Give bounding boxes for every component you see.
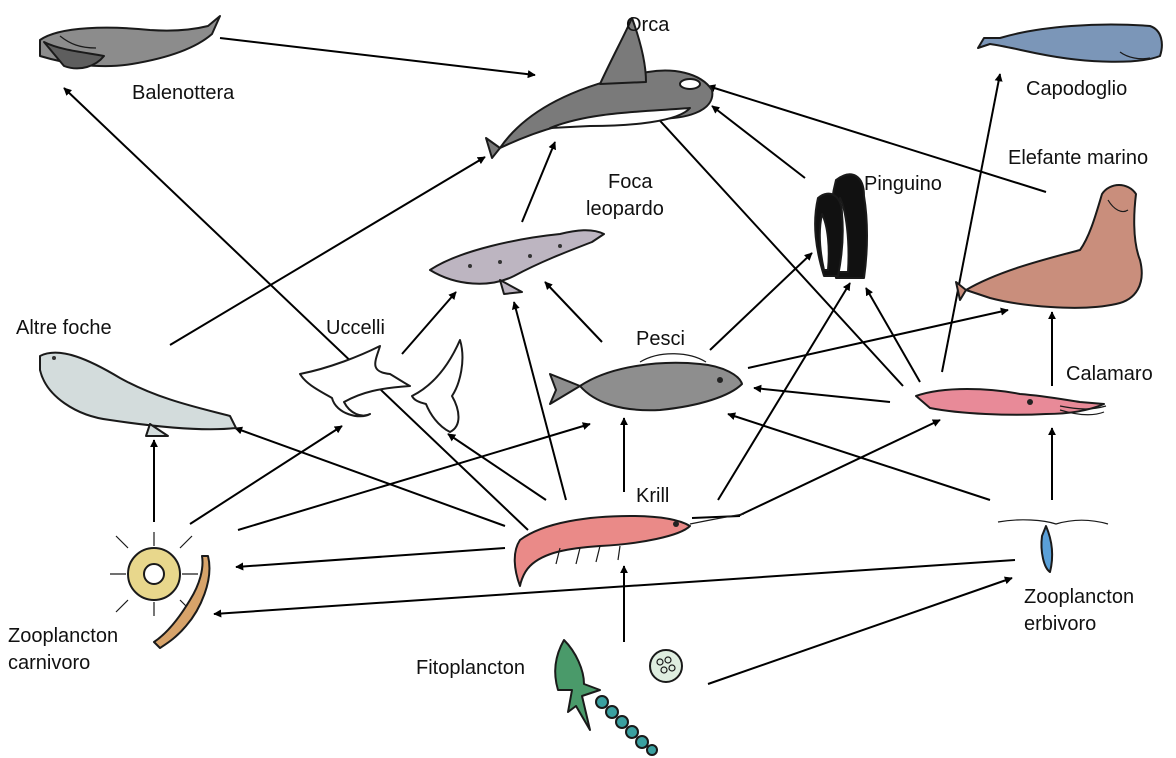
label-uccelli: Uccelli xyxy=(326,317,385,339)
elefante-marino-icon xyxy=(956,185,1142,308)
fitoplancton-icon xyxy=(555,640,682,755)
arrow-balenottera-to-orca xyxy=(220,38,535,75)
arrow-krill-to-altre-foche xyxy=(235,428,505,526)
arrow-krill-to-pinguino xyxy=(718,283,850,500)
pinguino-icon xyxy=(815,174,867,278)
balenottera-icon xyxy=(40,16,220,68)
zooplancton-erbivoro-icon xyxy=(998,520,1108,572)
label-foca-line2: leopardo xyxy=(586,198,664,220)
label-pesci: Pesci xyxy=(636,328,685,350)
krill-icon xyxy=(515,514,744,586)
arrow-krill-to-zoo-carnivoro xyxy=(236,548,505,567)
label-elefante-marino: Elefante marino xyxy=(1008,147,1148,169)
arrow-zoo-erb-to-pesci xyxy=(728,414,990,500)
calamaro-icon xyxy=(916,389,1106,415)
arrow-pinguino-to-orca xyxy=(712,106,805,178)
arrow-foca-leopardo-to-orca xyxy=(522,142,555,222)
label-capodoglio: Capodoglio xyxy=(1026,78,1127,100)
label-zoo-carnivoro-line2: carnivoro xyxy=(8,652,90,674)
label-altre-foche: Altre foche xyxy=(16,317,112,339)
arrow-krill-to-calamaro xyxy=(738,420,940,516)
label-balenottera: Balenottera xyxy=(132,82,235,104)
arrow-calamaro-to-pesci xyxy=(754,388,890,402)
orca-icon xyxy=(486,18,712,158)
arrow-pesci-to-pinguino xyxy=(710,253,812,350)
label-zoo-erbivoro-line2: erbivoro xyxy=(1024,613,1096,635)
arrow-zoo-erb-to-zoo-carn xyxy=(214,560,1015,614)
capodoglio-icon xyxy=(978,25,1162,62)
altre-foche-icon xyxy=(40,353,236,436)
zooplancton-carnivoro-icon xyxy=(110,532,209,648)
arrow-uccelli-to-foca xyxy=(402,292,456,354)
label-krill: Krill xyxy=(636,485,669,507)
label-zoo-carnivoro-line1: Zooplancton xyxy=(8,625,118,647)
arrow-calamaro-to-capodoglio xyxy=(942,74,1000,372)
arrow-zoo-carn-to-uccelli xyxy=(190,426,342,524)
label-calamaro: Calamaro xyxy=(1066,363,1153,385)
label-fitoplancton: Fitoplancton xyxy=(416,657,525,679)
arrow-zoo-carn-to-pesci xyxy=(238,424,590,530)
pesci-icon xyxy=(550,354,742,411)
food-web-arrows xyxy=(64,38,1052,684)
arrow-fito-to-zoo-erb xyxy=(708,578,1012,684)
label-orca: Orca xyxy=(626,14,670,36)
label-pinguino: Pinguino xyxy=(864,173,942,195)
foca-leopardo-icon xyxy=(430,230,604,294)
label-foca-line1: Foca xyxy=(608,171,653,193)
label-zoo-erbivoro-line1: Zooplancton xyxy=(1024,586,1134,608)
uccelli-icon xyxy=(300,340,462,432)
arrow-pesci-to-foca xyxy=(545,282,602,342)
arrow-krill-to-foca xyxy=(514,302,566,500)
